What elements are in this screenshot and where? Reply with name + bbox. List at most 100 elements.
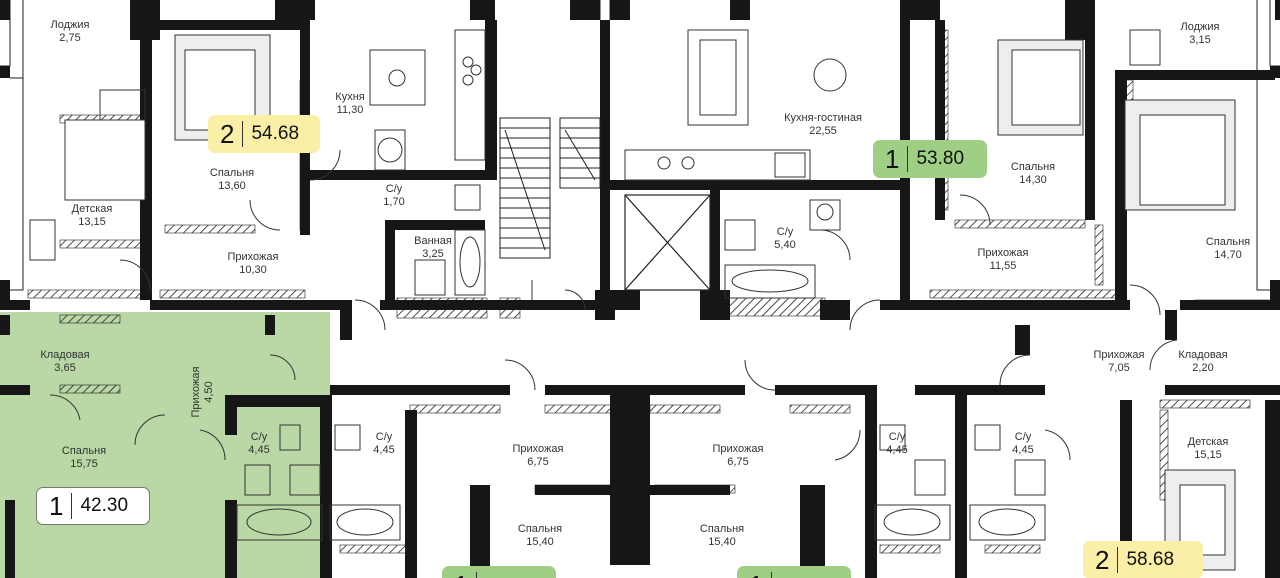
room-name: Спальня (210, 167, 254, 179)
unit-badge-2-54[interactable]: 2 54.68 (208, 115, 320, 153)
room-name: Прихожая (713, 443, 764, 455)
room-area: 7,05 (1108, 362, 1129, 374)
room-name: Кладовая (40, 349, 89, 361)
room-name: С/у (889, 431, 906, 443)
room-area: 3,15 (1189, 34, 1210, 46)
room-area: 15,40 (708, 536, 736, 548)
unit-badge-1-partial-b[interactable]: 1 (737, 566, 851, 578)
room-area: 1,70 (383, 196, 404, 208)
room-area: 6,75 (727, 456, 748, 468)
room-area: 22,55 (809, 125, 837, 137)
room-name: Спальня (518, 523, 562, 535)
room-area: 15,40 (526, 536, 554, 548)
unit-badge-1-partial-a[interactable]: 1 (442, 566, 556, 578)
unit-rooms: 1 (873, 146, 909, 172)
room-name: Спальня (1206, 236, 1250, 248)
room-name: С/у (1015, 431, 1032, 443)
room-area: 4,50 (203, 381, 215, 402)
unit-badge-1-53[interactable]: 1 53.80 (873, 140, 987, 178)
unit-area: 42.30 (80, 495, 129, 516)
room-area: 11,55 (990, 260, 1017, 272)
room-area: 6,75 (527, 456, 548, 468)
room-area: 13,15 (78, 216, 106, 228)
room-area: 11,30 (337, 104, 364, 116)
room-name: Спальня (62, 445, 106, 457)
unit-area: 54.68 (251, 123, 300, 144)
room-name: С/у (376, 431, 393, 443)
room-name: С/у (251, 431, 268, 443)
room-area: 13,60 (218, 180, 246, 192)
room-name: Кухня-гостиная (784, 112, 862, 124)
room-name: Прихожая (1094, 349, 1145, 361)
room-name: Кладовая (1178, 349, 1227, 361)
room-area: 14,30 (1019, 174, 1047, 186)
room-area: 3,25 (422, 248, 443, 260)
elevator-shaft (624, 194, 711, 291)
room-name: Прихожая (978, 247, 1029, 259)
unit-badge-2-58[interactable]: 2 58.68 (1083, 541, 1203, 578)
room-name: Прихожая (228, 251, 279, 263)
room-name: Прихожая (190, 366, 202, 417)
unit-area: 53.80 (916, 148, 965, 169)
room-label: Прихожая4,50 (190, 366, 215, 417)
room-name: С/у (386, 183, 403, 195)
room-name: Лоджия (1181, 21, 1220, 33)
room-area: 14,70 (1214, 249, 1242, 261)
room-name: Ванная (414, 235, 452, 247)
room-area: 4,45 (1012, 444, 1033, 456)
room-area: 3,65 (54, 362, 75, 374)
unit-rooms: 1 (37, 493, 73, 519)
room-area: 10,30 (239, 264, 267, 276)
room-area: 4,45 (373, 444, 394, 456)
room-area: 5,40 (774, 239, 795, 251)
room-area: 15,15 (1194, 449, 1222, 461)
room-name: Лоджия (51, 19, 90, 31)
room-area: 4,45 (886, 444, 907, 456)
room-name: Спальня (700, 523, 744, 535)
room-area: 15,75 (70, 458, 98, 470)
stairs (499, 117, 601, 259)
room-area: 4,45 (248, 444, 269, 456)
room-name: Кухня (335, 91, 364, 103)
unit-badge-1-42[interactable]: 1 42.30 (36, 487, 150, 525)
unit-rooms: 1 (737, 572, 773, 578)
unit-rooms: 2 (1083, 547, 1119, 573)
unit-rooms: 2 (208, 121, 244, 147)
room-name: Спальня (1011, 161, 1055, 173)
room-area: 2,75 (59, 32, 80, 44)
unit-rooms: 1 (442, 572, 478, 578)
unit-area: 58.68 (1126, 549, 1175, 570)
room-name: Детская (72, 203, 113, 215)
room-name: С/у (777, 226, 794, 238)
doors (49, 149, 1178, 461)
selected-unit-area[interactable] (0, 312, 330, 578)
